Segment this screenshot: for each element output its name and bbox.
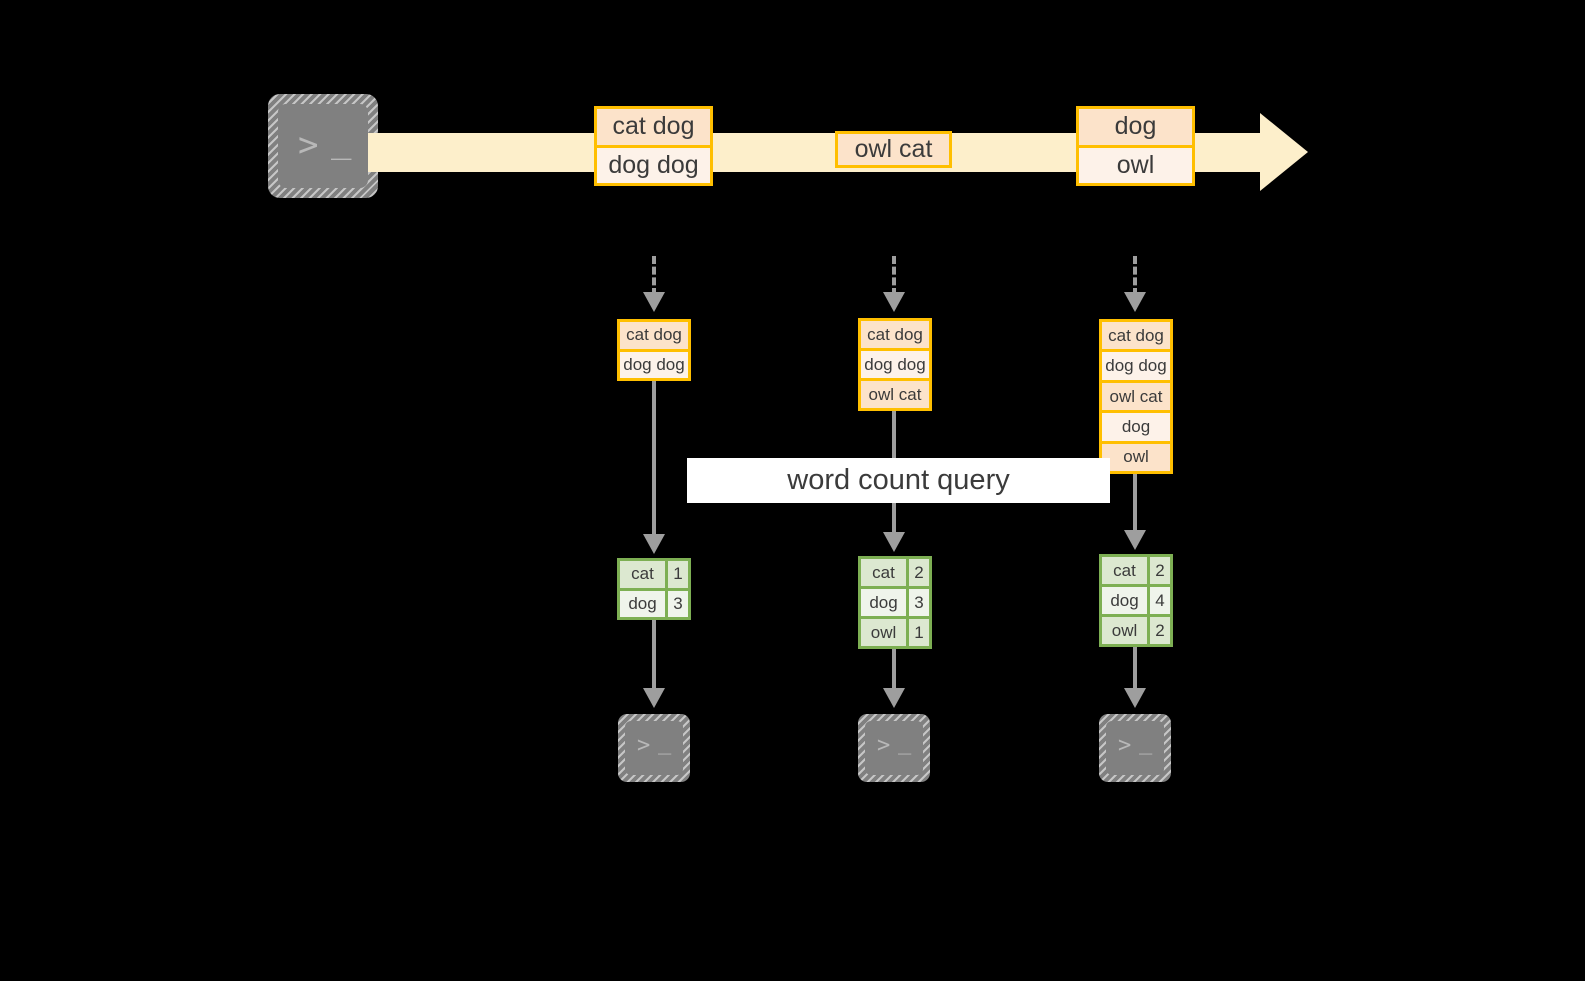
snapshot-2-input-box: cat dog dog dog owl cat — [858, 318, 932, 411]
snapshot-3-input-line-4: dog — [1102, 410, 1170, 441]
snapshot-2-input-line-3: owl cat — [861, 378, 929, 408]
snapshot-1-sink-terminal-icon: > _ — [618, 714, 690, 782]
snapshot-3-sink-arrowhead — [1124, 688, 1146, 708]
table-row: dog 4 — [1102, 584, 1170, 614]
snapshot-1-result-count-2: 3 — [673, 593, 683, 613]
snapshot-1-query-arrowhead — [643, 534, 665, 554]
snapshot-3-result-word-1: cat — [1102, 557, 1150, 584]
snapshot-3-sink-terminal-cursor: _ — [1139, 730, 1153, 755]
snapshot-3-sink-terminal-icon: > _ — [1099, 714, 1171, 782]
stream-event-2-line-1: owl cat — [838, 134, 949, 165]
source-terminal-icon: > _ — [268, 94, 378, 198]
snapshot-2-sink-terminal-cursor: _ — [898, 730, 912, 755]
snapshot-1-input-line-2: dog dog — [620, 348, 688, 378]
snapshot-2-inbound-arrowhead — [883, 292, 905, 312]
table-row: cat 2 — [1102, 557, 1170, 584]
snapshot-3-result-count-2: 4 — [1155, 590, 1165, 610]
snapshot-3-query-line — [1133, 474, 1137, 536]
snapshot-1-sink-arrowhead — [643, 688, 665, 708]
snapshot-1-inbound-dashed-line — [652, 256, 656, 296]
snapshot-3-input-line-3: owl cat — [1102, 379, 1170, 411]
snapshot-1-query-line — [652, 381, 656, 540]
snapshot-3-input-box: cat dog dog dog owl cat dog owl — [1099, 319, 1173, 474]
query-label: word count query — [687, 458, 1110, 503]
snapshot-3-sink-line — [1133, 647, 1137, 692]
table-row: owl 2 — [1102, 614, 1170, 644]
snapshot-2-result-word-2: dog — [861, 589, 909, 616]
snapshot-2-result-table: cat 2 dog 3 owl 1 — [858, 556, 932, 649]
snapshot-2-result-count-3: 1 — [914, 622, 924, 642]
snapshot-1-result-table: cat 1 dog 3 — [617, 558, 691, 620]
source-terminal-prompt: > — [298, 125, 319, 165]
snapshot-2-query-arrowhead — [883, 532, 905, 552]
snapshot-1-input-line-1: cat dog — [620, 322, 688, 349]
snapshot-2-sink-terminal-prompt: > — [877, 733, 891, 758]
snapshot-1-result-word-1: cat — [620, 561, 668, 588]
snapshot-2-result-word-1: cat — [861, 559, 909, 586]
stream-event-3: dog owl — [1076, 106, 1195, 186]
snapshot-3-inbound-dashed-line — [1133, 256, 1137, 296]
snapshot-1-inbound-arrowhead — [643, 292, 665, 312]
snapshot-2-inbound-dashed-line — [892, 256, 896, 296]
snapshot-3-query-arrowhead — [1124, 530, 1146, 550]
snapshot-3-result-count-3: 2 — [1155, 620, 1165, 640]
snapshot-3-input-line-2: dog dog — [1102, 349, 1170, 380]
snapshot-2-sink-terminal-screen: > _ — [865, 721, 923, 775]
snapshot-3-result-word-3: owl — [1102, 617, 1150, 644]
snapshot-2-sink-line — [892, 649, 896, 692]
table-row: dog 3 — [861, 586, 929, 616]
snapshot-1-sink-line — [652, 620, 656, 692]
snapshot-1-result-count-1: 1 — [673, 564, 683, 584]
table-row: dog 3 — [620, 587, 688, 617]
table-row: owl 1 — [861, 616, 929, 646]
snapshot-3-result-count-1: 2 — [1155, 560, 1165, 580]
snapshot-1-result-word-2: dog — [620, 590, 668, 617]
stream-arrow-right-icon — [1260, 113, 1308, 191]
snapshot-2-sink-arrowhead — [883, 688, 905, 708]
snapshot-3-sink-terminal-prompt: > — [1118, 733, 1132, 758]
stream-event-3-line-2: owl — [1079, 144, 1192, 183]
table-row: cat 1 — [620, 561, 688, 588]
source-terminal-screen: > _ — [278, 104, 368, 188]
snapshot-2-result-word-3: owl — [861, 619, 909, 646]
snapshot-1-sink-terminal-cursor: _ — [658, 730, 672, 755]
snapshot-2-result-count-2: 3 — [914, 592, 924, 612]
snapshot-3-inbound-arrowhead — [1124, 292, 1146, 312]
snapshot-3-input-line-1: cat dog — [1102, 322, 1170, 350]
snapshot-2-input-line-2: dog dog — [861, 348, 929, 378]
stream-event-3-line-1: dog — [1079, 109, 1192, 145]
stream-event-1: cat dog dog dog — [594, 106, 713, 186]
snapshot-2-sink-terminal-icon: > _ — [858, 714, 930, 782]
snapshot-1-input-box: cat dog dog dog — [617, 319, 691, 381]
stream-event-1-line-1: cat dog — [597, 109, 710, 145]
snapshot-3-input-line-5: owl — [1102, 440, 1170, 472]
snapshot-2-result-count-1: 2 — [914, 562, 924, 582]
snapshot-2-input-line-1: cat dog — [861, 321, 929, 348]
stream-event-2: owl cat — [835, 131, 952, 168]
snapshot-3-sink-terminal-screen: > _ — [1106, 721, 1164, 775]
source-terminal-cursor: _ — [331, 121, 352, 161]
snapshot-1-sink-terminal-screen: > _ — [625, 721, 683, 775]
snapshot-1-sink-terminal-prompt: > — [637, 733, 651, 758]
table-row: cat 2 — [861, 559, 929, 586]
stream-event-1-line-2: dog dog — [597, 144, 710, 183]
snapshot-3-result-word-2: dog — [1102, 587, 1150, 614]
snapshot-3-result-table: cat 2 dog 4 owl 2 — [1099, 554, 1173, 647]
